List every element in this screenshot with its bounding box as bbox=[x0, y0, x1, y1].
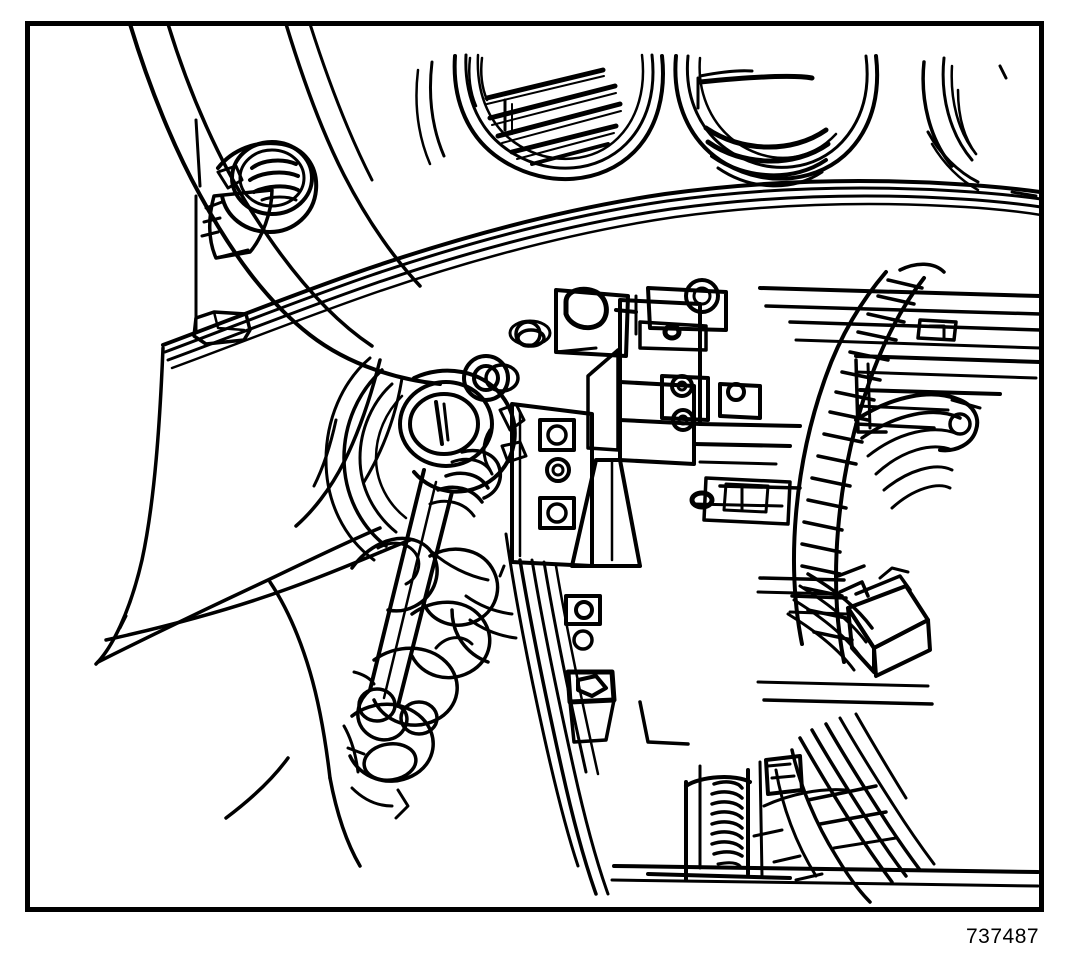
air-vent-center bbox=[673, 54, 880, 188]
air-vent-right bbox=[921, 56, 1008, 192]
instrument-panel-face bbox=[128, 22, 442, 386]
panel-edge-curve bbox=[161, 179, 1043, 370]
threaded-stud bbox=[646, 760, 792, 882]
hand bbox=[96, 526, 500, 868]
upper-bolt bbox=[194, 118, 319, 332]
support-bracket bbox=[554, 278, 802, 568]
line-art-layer bbox=[94, 22, 1043, 904]
lower-wire-bundle bbox=[752, 712, 936, 904]
illustration-frame bbox=[25, 21, 1044, 912]
figure-number-caption: 737487 bbox=[966, 925, 1040, 948]
cross-beam bbox=[758, 286, 1042, 434]
air-vent-left bbox=[415, 53, 665, 182]
lower-panel-contours bbox=[94, 346, 412, 666]
panel-holes bbox=[482, 319, 552, 472]
background-detail bbox=[430, 190, 1038, 664]
